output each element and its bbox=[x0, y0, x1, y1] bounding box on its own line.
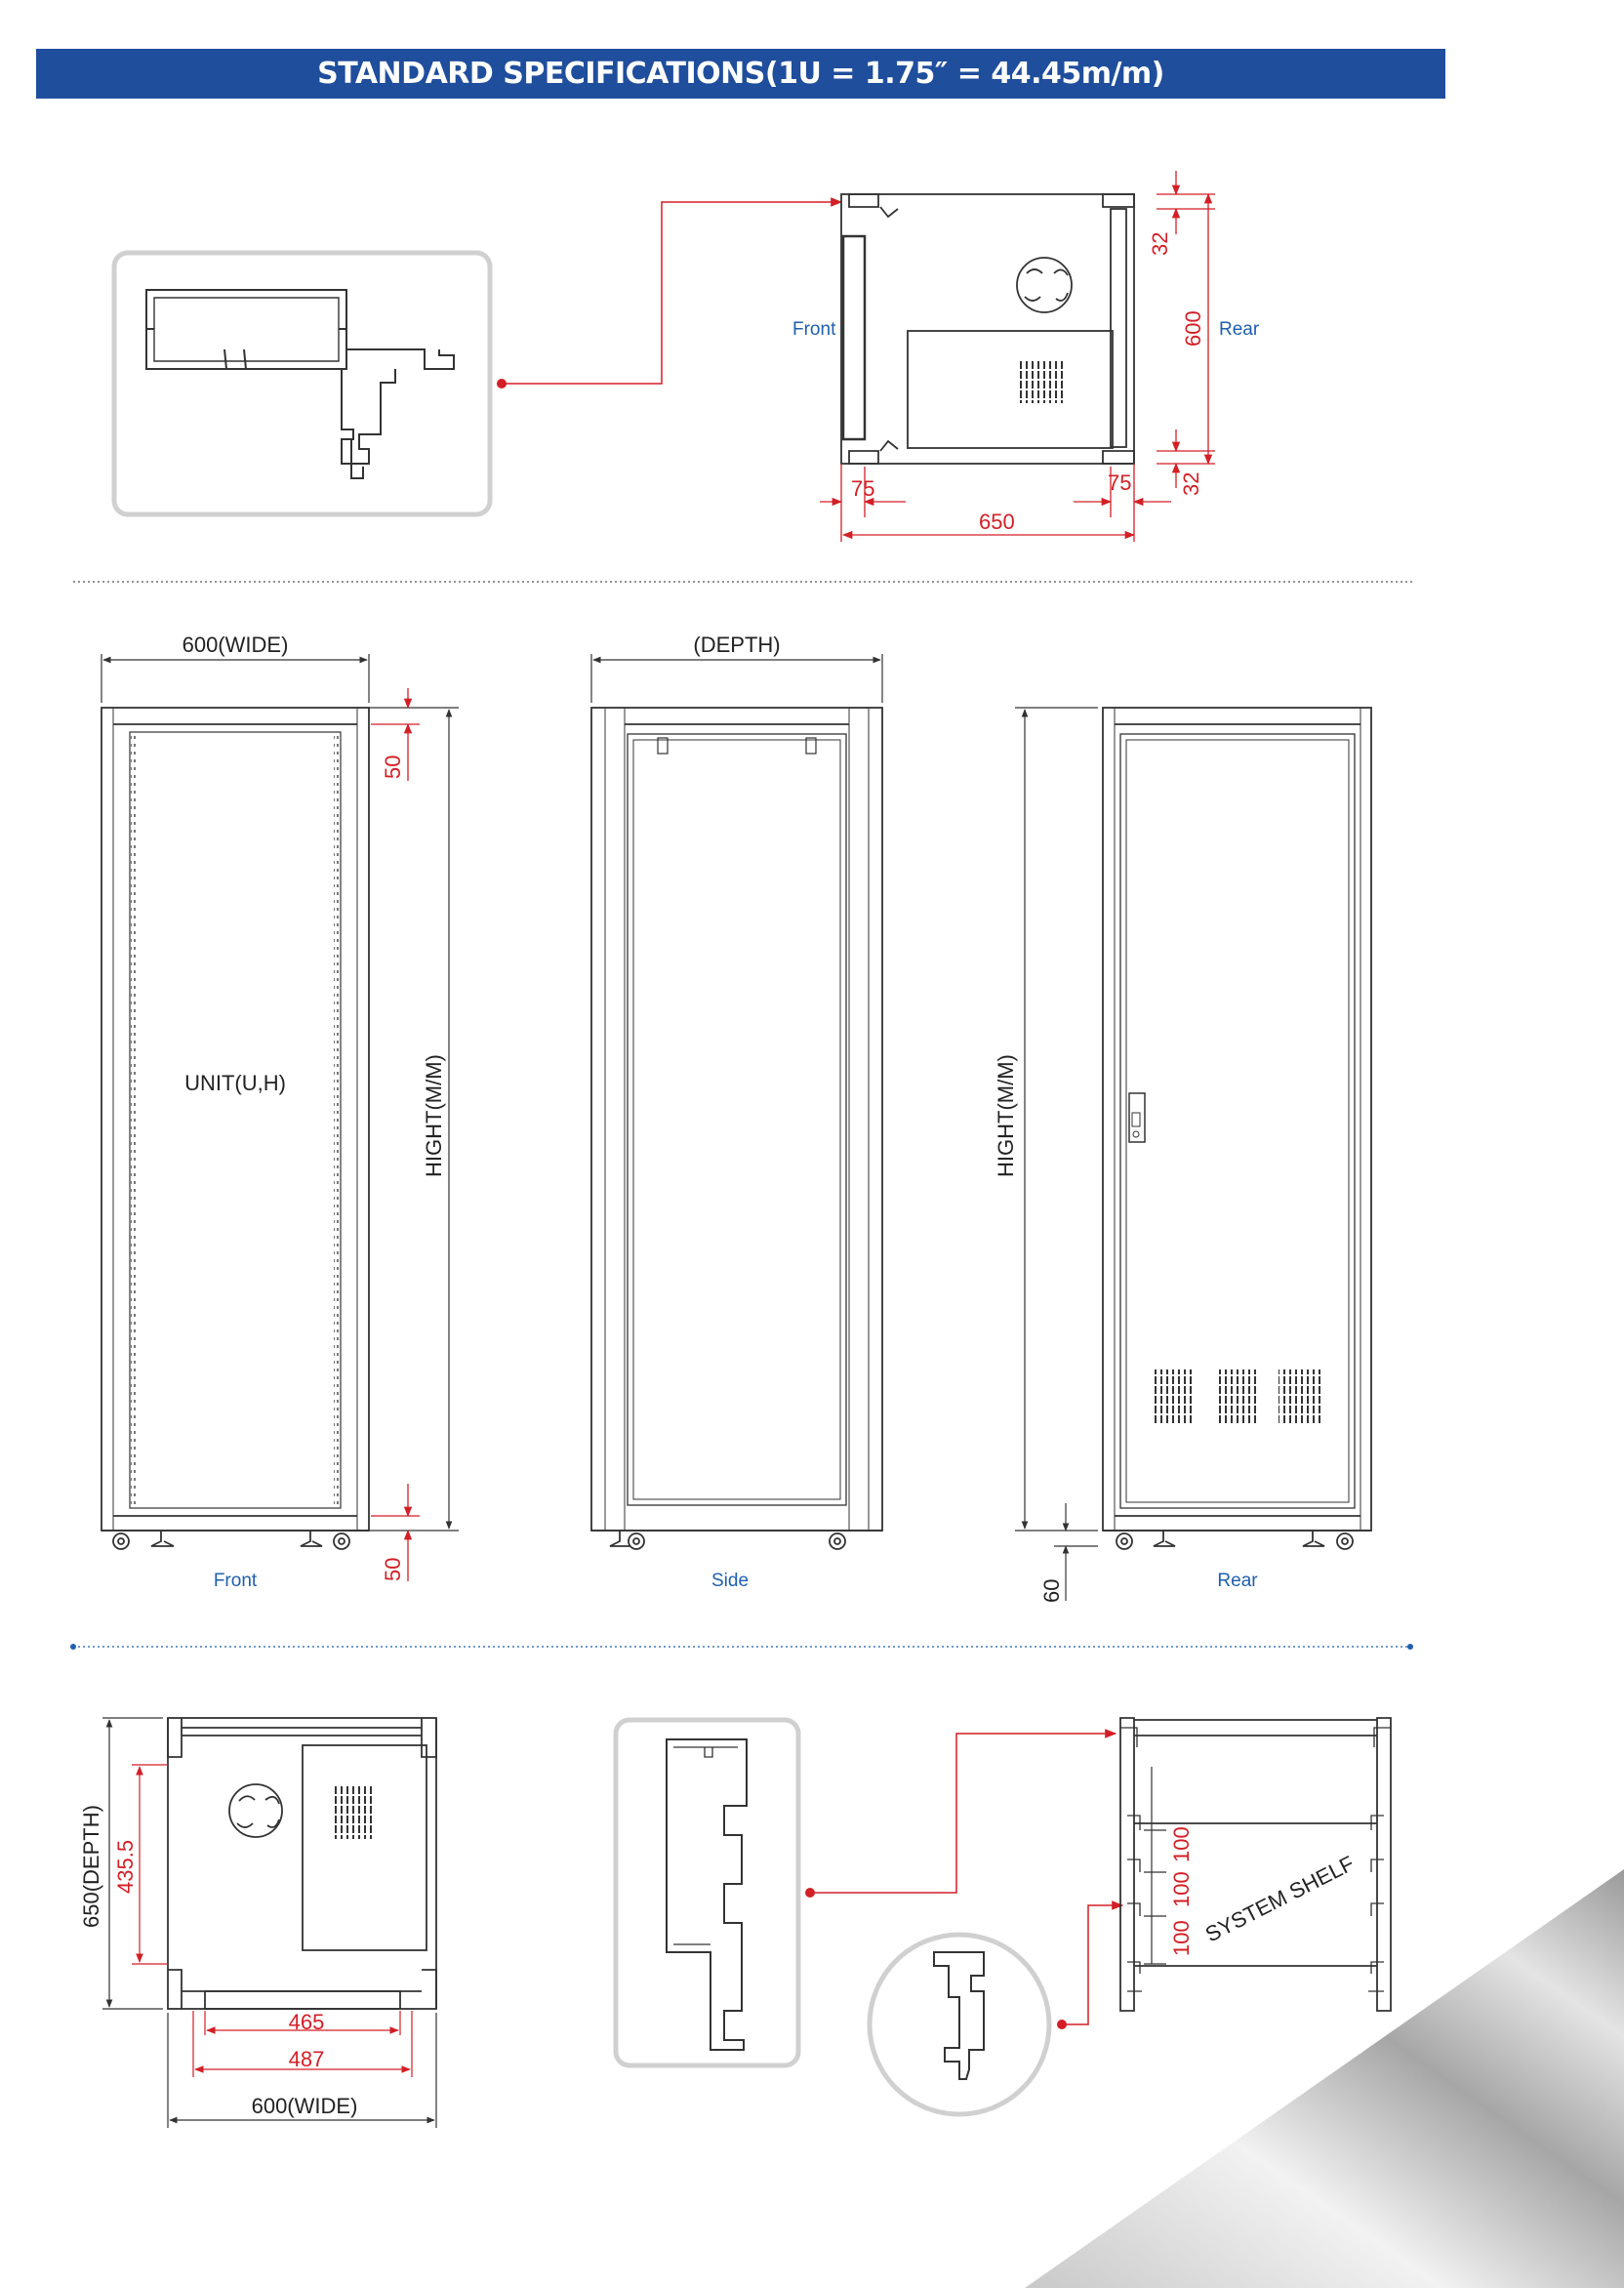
front-red-dimensions bbox=[371, 688, 420, 1581]
dim-487: 487 bbox=[289, 2047, 325, 2071]
bottom-depth-label: 650(DEPTH) bbox=[79, 1805, 103, 1928]
metal-corner-decoration bbox=[1025, 1869, 1624, 2288]
bottom-plan-dimensions bbox=[102, 1717, 437, 2128]
section-divider-2 bbox=[70, 1644, 1413, 1650]
label-rear: Rear bbox=[1219, 319, 1260, 340]
caption-front: Front bbox=[214, 1571, 258, 1591]
profile-detail-bottom bbox=[613, 1717, 801, 2068]
front-elevation bbox=[101, 707, 370, 1550]
dim-75-right: 75 bbox=[1108, 470, 1131, 495]
caption-side: Side bbox=[711, 1571, 749, 1591]
profile-detail-round bbox=[867, 1932, 1052, 2117]
front-height-label: HIGHT(M/M) bbox=[422, 1054, 446, 1177]
profile-detail-top bbox=[111, 250, 493, 517]
system-shelf-label: SYSTEM SHELF bbox=[1201, 1851, 1359, 1946]
rear-height-label: HIGHT(M/M) bbox=[994, 1054, 1018, 1177]
page-title: STANDARD SPECIFICATIONS(1U = 1.75″ = 44.… bbox=[317, 57, 1164, 91]
bottom-width-label: 600(WIDE) bbox=[252, 2094, 358, 2118]
front-width-label: 600(WIDE) bbox=[183, 633, 289, 657]
front-dimensions bbox=[101, 654, 459, 1532]
rear-dimensions bbox=[1015, 707, 1098, 1601]
dim-465: 465 bbox=[289, 2010, 325, 2034]
dim-100-c: 100 bbox=[1169, 1920, 1194, 1956]
dim-650: 650 bbox=[979, 510, 1015, 534]
dim-435-5: 435.5 bbox=[113, 1840, 138, 1894]
top-plan-dimensions bbox=[820, 171, 1215, 542]
side-dimensions bbox=[590, 654, 883, 703]
dim-50-bottom: 50 bbox=[381, 1558, 405, 1581]
bottom-plan-view bbox=[167, 1717, 437, 2010]
shelf-view bbox=[1119, 1717, 1392, 2012]
dim-75-left: 75 bbox=[851, 476, 874, 501]
dim-32-top: 32 bbox=[1148, 232, 1172, 256]
side-depth-label: (DEPTH) bbox=[693, 633, 780, 657]
leader-top bbox=[497, 197, 843, 388]
dim-600-depth: 600 bbox=[1181, 310, 1205, 347]
dim-32-bottom: 32 bbox=[1179, 472, 1203, 496]
caption-rear: Rear bbox=[1217, 1571, 1258, 1591]
dim-60: 60 bbox=[1039, 1579, 1064, 1603]
dim-100-b: 100 bbox=[1169, 1871, 1194, 1907]
dim-50-top: 50 bbox=[381, 756, 405, 779]
dim-100-a: 100 bbox=[1169, 1826, 1194, 1862]
rear-elevation bbox=[1102, 707, 1372, 1550]
leader-bottom bbox=[805, 1729, 1124, 2029]
shelf-dimensions bbox=[1144, 1767, 1166, 1965]
page-title-banner: STANDARD SPECIFICATIONS(1U = 1.75″ = 44.… bbox=[36, 49, 1445, 99]
label-front: Front bbox=[792, 319, 836, 340]
side-elevation bbox=[590, 707, 883, 1550]
top-plan-view bbox=[840, 193, 1135, 465]
unit-label: UNIT(U,H) bbox=[184, 1071, 286, 1095]
